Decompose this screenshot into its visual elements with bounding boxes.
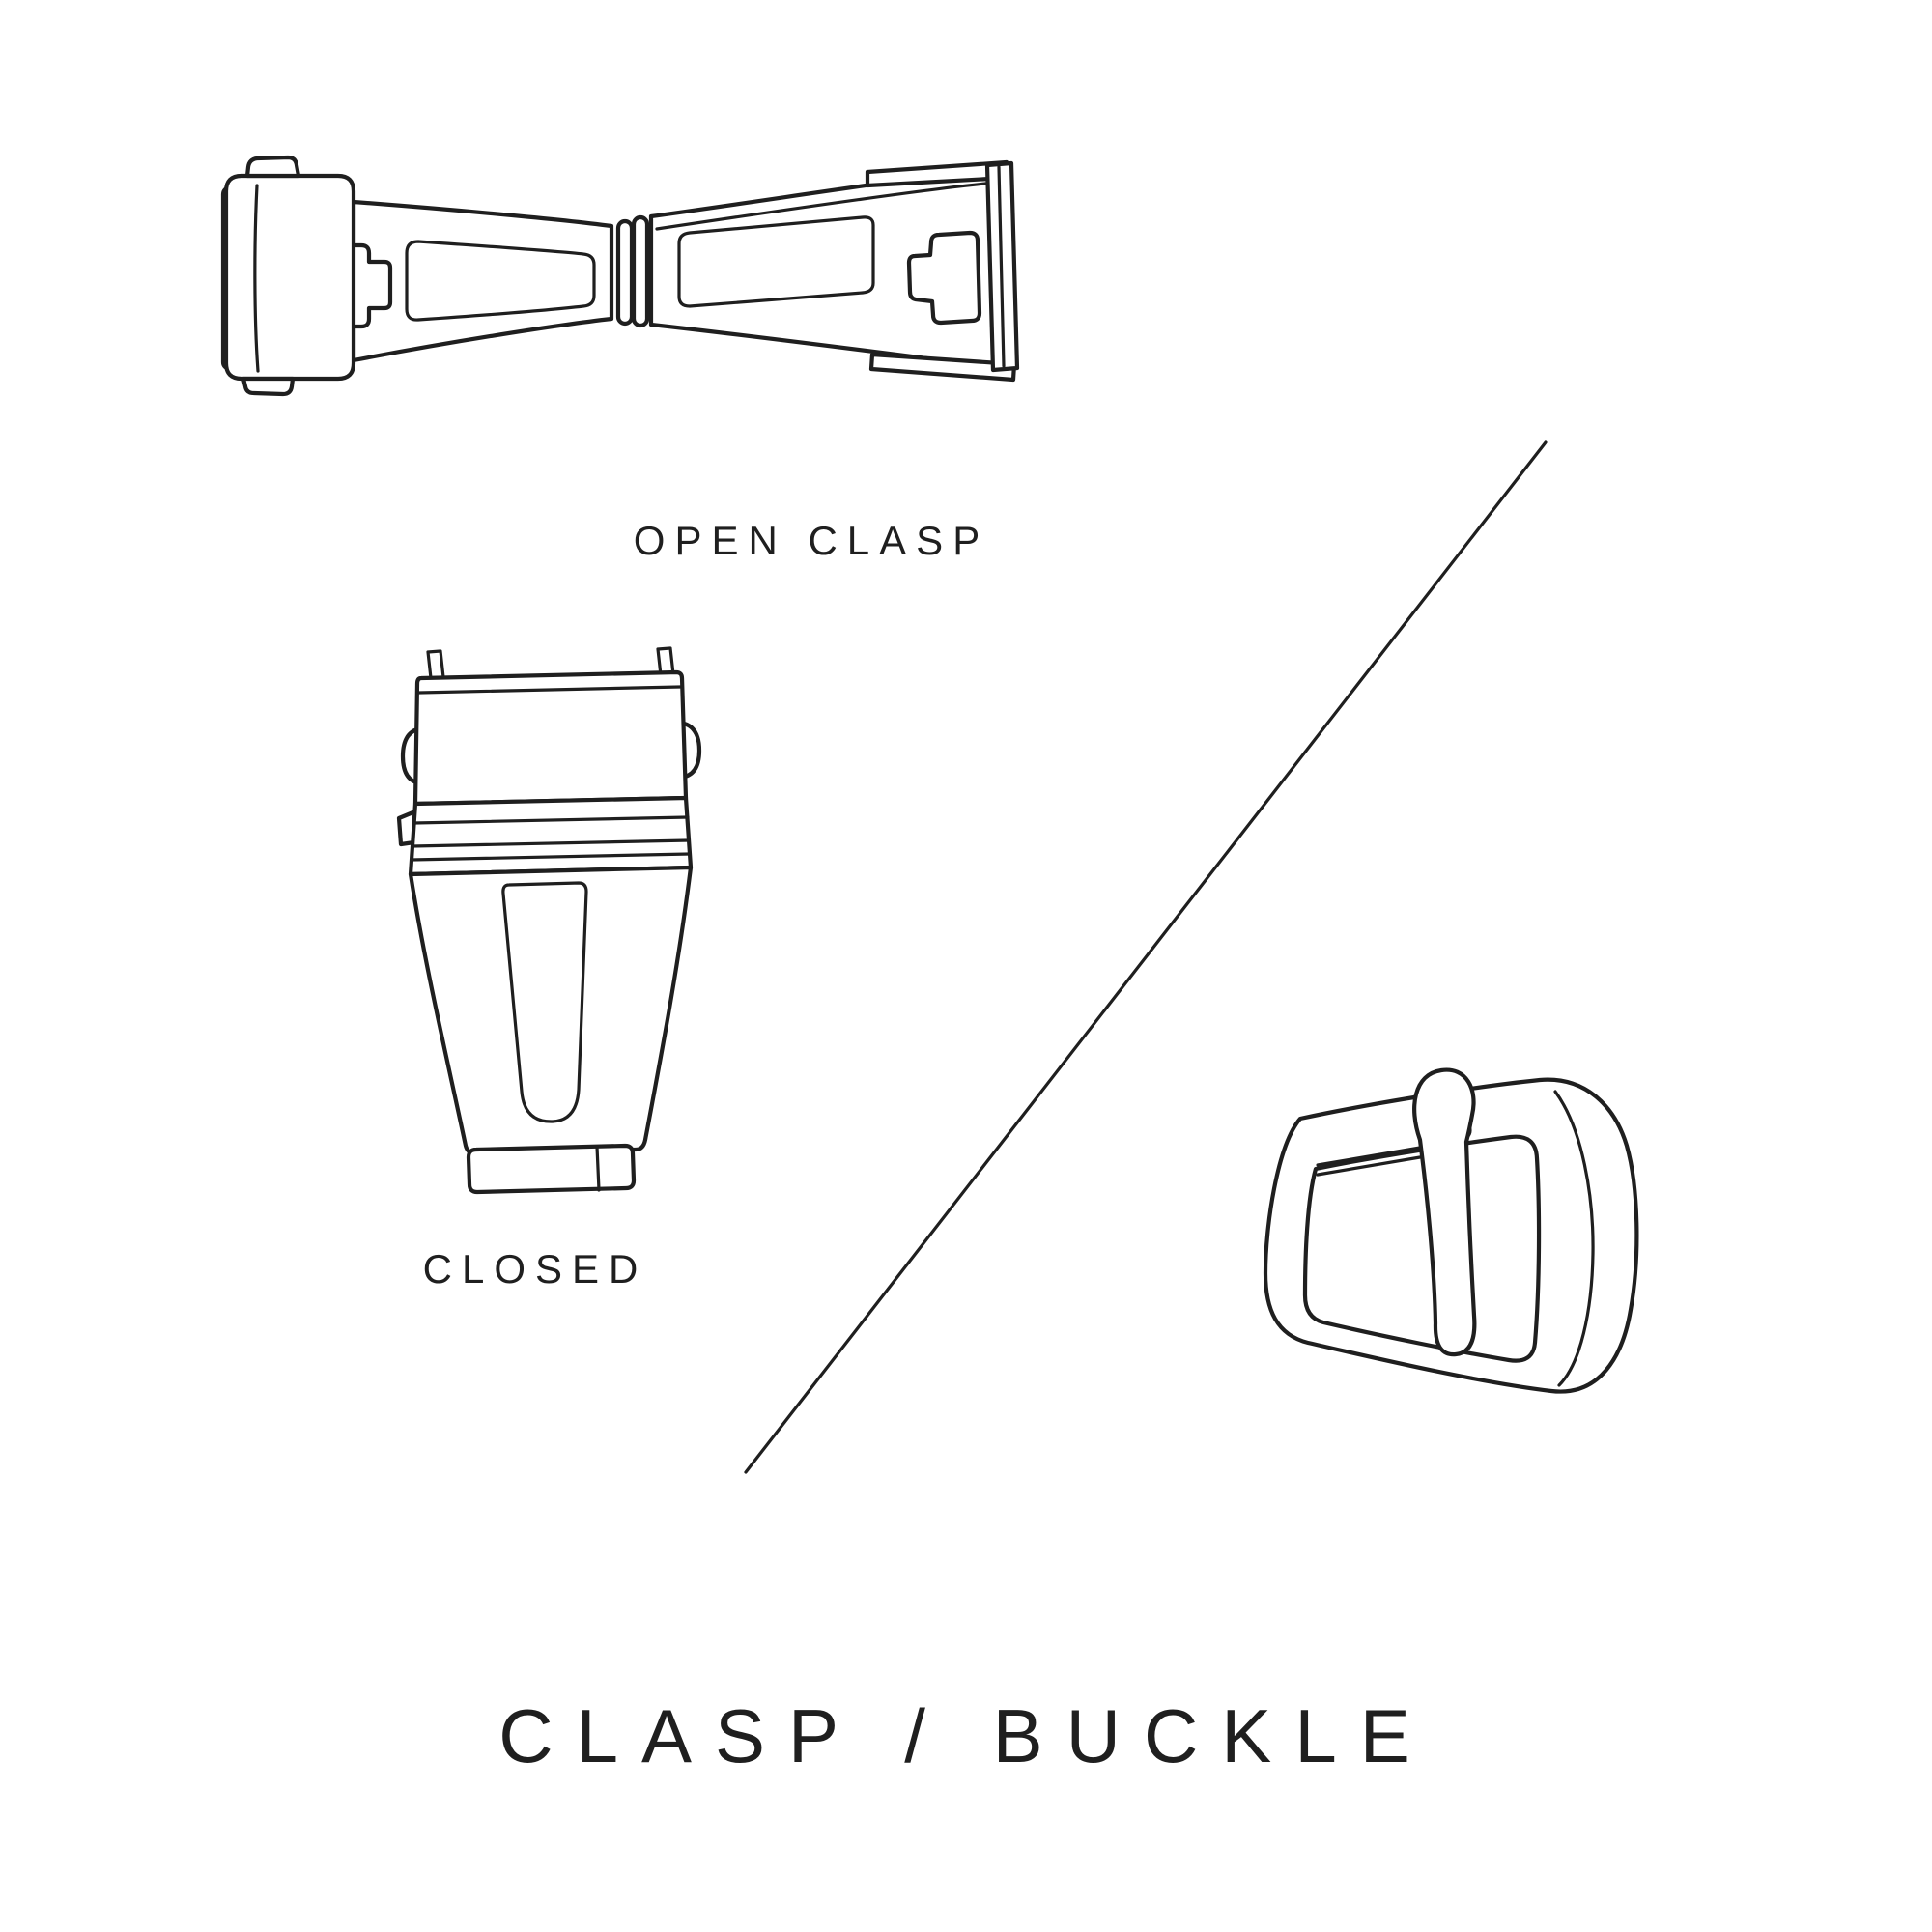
open-clasp-label: OPEN CLASP xyxy=(633,518,990,563)
buckle-illustration xyxy=(1263,1067,1639,1394)
open-clasp-illustration xyxy=(220,155,1020,397)
closed-clasp-illustration xyxy=(396,646,702,1195)
divider-line xyxy=(744,440,1548,1474)
closed-clasp-label: CLOSED xyxy=(422,1246,648,1292)
page-title: CLASP / BUCKLE xyxy=(498,1693,1434,1778)
